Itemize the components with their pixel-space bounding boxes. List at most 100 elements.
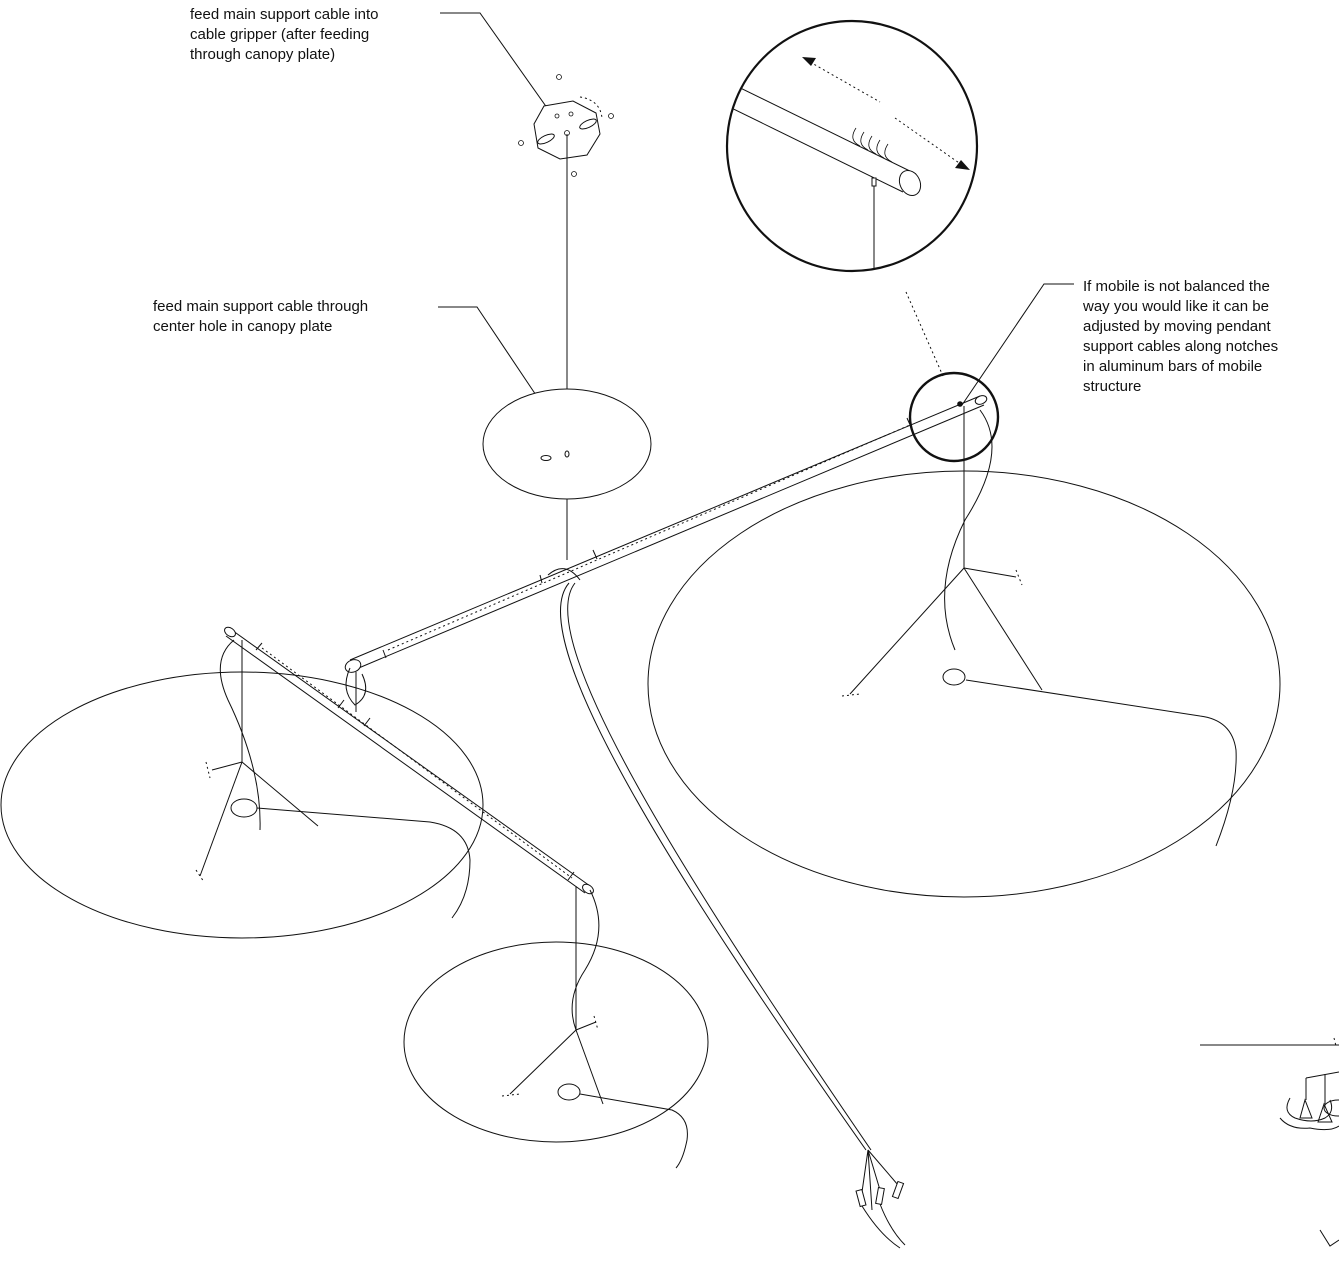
main-bar-lower bbox=[224, 626, 594, 895]
callout-balance-line-5: in aluminum bars of mobile bbox=[1083, 358, 1262, 375]
wire-terminal bbox=[875, 1187, 885, 1205]
callout-gripper-line-2: cable gripper (after feeding bbox=[190, 26, 369, 43]
bar-joint bbox=[255, 642, 263, 651]
thumbnail-shade bbox=[1323, 1099, 1339, 1117]
screw-marker bbox=[518, 140, 524, 146]
pendant-left-arm bbox=[241, 761, 319, 827]
thumbnail-pendants bbox=[1299, 1098, 1333, 1123]
bar-joint bbox=[337, 699, 345, 709]
callout-gripper-line-3: through canopy plate) bbox=[190, 46, 335, 63]
bar-joint bbox=[539, 574, 543, 584]
canopy-plate bbox=[482, 388, 652, 500]
cable-gripper-assembly bbox=[518, 74, 614, 177]
detail-arrow-head-left bbox=[802, 57, 816, 66]
detail-cable-clip bbox=[871, 177, 877, 187]
canopy-plate-disc bbox=[482, 388, 652, 500]
pendant-right-bulb bbox=[942, 668, 966, 686]
pendant-right bbox=[647, 406, 1281, 898]
callout-balance-line-4: support cables along notches bbox=[1083, 338, 1278, 355]
bar-joint bbox=[363, 717, 371, 727]
detail-bar-edge-bottom bbox=[728, 99, 904, 193]
lower-bar-edge-top bbox=[228, 627, 591, 887]
detail-bar-notches bbox=[852, 127, 893, 163]
callout-balance-line-1: If mobile is not balanced the bbox=[1083, 278, 1270, 295]
main-bar-upper bbox=[344, 395, 988, 673]
overview-thumbnail bbox=[1200, 1037, 1339, 1247]
bar-connector-hook bbox=[345, 667, 367, 706]
screw-marker bbox=[571, 171, 577, 177]
pendant-right-power-cable bbox=[944, 409, 993, 651]
pendant-right-arm bbox=[963, 567, 1043, 691]
pendant-left-bulb bbox=[230, 798, 258, 818]
canopy-cable-hole bbox=[564, 450, 570, 458]
pendant-bottom-power-cable bbox=[571, 889, 600, 1031]
pendant-right-shade-fold bbox=[965, 679, 1237, 847]
cord-tail-wires bbox=[861, 1203, 906, 1249]
bar-joint bbox=[382, 649, 387, 659]
detail-arrow-shaft-left bbox=[809, 61, 881, 103]
callout-balance-text: If mobile is not balanced the way you wo… bbox=[1082, 278, 1278, 395]
bar-joint bbox=[567, 871, 575, 881]
thumbnail-shade bbox=[1279, 1117, 1339, 1131]
leader-line-balance bbox=[961, 283, 1074, 406]
screw-marker bbox=[608, 113, 614, 119]
callout-canopy-line-1: feed main support cable through bbox=[153, 298, 368, 315]
upper-bar-edge-bottom bbox=[353, 404, 985, 671]
lower-bar-end-right bbox=[582, 883, 594, 895]
detail-arrow-head-right bbox=[955, 160, 970, 170]
gripper-rotation-hint bbox=[579, 96, 603, 119]
cord-loop bbox=[547, 568, 581, 581]
power-cord-terminals bbox=[855, 1149, 906, 1249]
screw-marker bbox=[554, 113, 560, 119]
screw-marker bbox=[556, 74, 562, 80]
pendant-right-arm-end bbox=[1015, 569, 1023, 586]
detail-connector-dotted bbox=[905, 291, 944, 377]
callout-gripper-line-1: feed main support cable into bbox=[190, 6, 378, 23]
detail-magnifier bbox=[725, 19, 979, 273]
pendant-right-arm-end bbox=[841, 693, 861, 697]
thumbnail-marker bbox=[1333, 1037, 1337, 1047]
upper-bar-inner-line bbox=[387, 424, 911, 651]
wire-terminal bbox=[855, 1188, 867, 1208]
callout-canopy-text: feed main support cable through center h… bbox=[153, 298, 368, 335]
cord-split-wires bbox=[861, 1149, 899, 1211]
thumbnail-bar bbox=[1305, 1071, 1339, 1079]
pendant-left-shade-fold bbox=[256, 807, 471, 919]
canopy-center-hole bbox=[540, 455, 552, 461]
pendant-bottom-arm bbox=[575, 1029, 604, 1105]
pendant-bottom-arm bbox=[575, 1021, 597, 1031]
upper-bar-end-right bbox=[974, 395, 988, 405]
callout-balance-line-6: structure bbox=[1083, 378, 1141, 395]
leader-line-gripper bbox=[440, 12, 563, 130]
detail-arrow-shaft-right bbox=[894, 117, 963, 166]
lower-bar-edge-bottom bbox=[225, 635, 586, 894]
callout-balance-line-3: adjusted by moving pendant bbox=[1083, 318, 1271, 335]
pendant-bottom bbox=[403, 886, 709, 1169]
pendant-left bbox=[0, 639, 484, 939]
pendant-right-arm bbox=[963, 567, 1017, 578]
pendant-bottom-arm-end bbox=[501, 1093, 521, 1097]
bar-joint bbox=[592, 549, 598, 560]
pendant-bottom-bulb bbox=[557, 1083, 581, 1101]
upper-bar-end-left bbox=[344, 659, 362, 673]
cable-gripper-plate bbox=[533, 100, 601, 160]
pendant-left-arm bbox=[199, 761, 243, 877]
pendant-left-power-cable bbox=[219, 639, 261, 831]
callout-balance-line-2: way you would like it can be bbox=[1082, 298, 1269, 315]
thumbnail-cord bbox=[1319, 1229, 1339, 1247]
detail-focus-circle bbox=[908, 371, 1000, 463]
lower-bar-end-left bbox=[224, 626, 236, 638]
screw-marker bbox=[568, 111, 574, 117]
thumbnail-shade bbox=[1286, 1097, 1333, 1122]
wire-terminal bbox=[891, 1180, 905, 1200]
power-cord-line-2 bbox=[567, 582, 872, 1151]
gripper-slot-right bbox=[579, 118, 597, 130]
bar-joint bbox=[906, 417, 912, 428]
pendant-right-arm bbox=[849, 567, 965, 695]
callout-gripper-text: feed main support cable into cable gripp… bbox=[190, 6, 378, 63]
lower-bar-inner-line bbox=[261, 647, 573, 879]
pendant-bottom-arm bbox=[509, 1029, 577, 1095]
callout-canopy-line-2: center hole in canopy plate bbox=[153, 318, 332, 335]
